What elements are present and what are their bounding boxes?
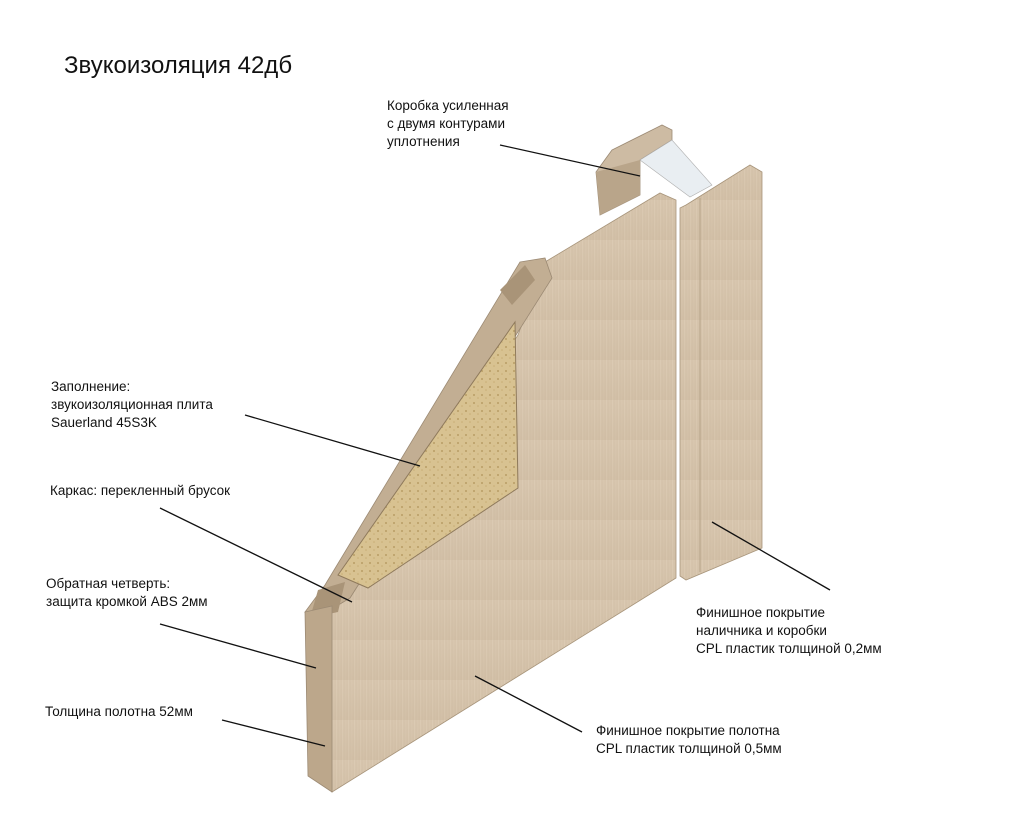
leader-lines: [159, 144, 831, 747]
label-line: наличника и коробки: [696, 623, 827, 638]
label-line: уплотнения: [387, 134, 460, 149]
leader-leaf-finish: [474, 675, 583, 733]
leader-frame-box: [499, 144, 641, 177]
door-leaf: [304, 192, 677, 793]
label-line: Sauerland 45S3K: [51, 415, 157, 430]
sound-insulation-filling: [337, 320, 519, 589]
label-carcass: Каркас: перекленный брусок: [50, 482, 230, 500]
leader-casing-finish: [711, 521, 831, 591]
label-line: CPL пластик толщиной 0,2мм: [696, 641, 882, 656]
label-line: Каркас: перекленный брусок: [50, 483, 231, 498]
label-frame-box: Коробка усиленная с двумя контурами упло…: [387, 97, 509, 151]
label-line: Обратная четверть:: [46, 576, 171, 591]
label-line: Финишное покрытие полотна: [596, 723, 780, 738]
label-line: Коробка усиленная: [387, 98, 509, 113]
label-leaf-finish: Финишное покрытие полотна CPL пластик то…: [596, 722, 782, 758]
label-line: Финишное покрытие: [696, 605, 826, 620]
label-line: Заполнение:: [51, 379, 131, 394]
label-line: CPL пластик толщиной 0,5мм: [596, 741, 782, 756]
label-line: звукоизоляционная плита: [51, 397, 213, 412]
label-reverse-quarter: Обратная четверть: защита кромкой ABS 2м…: [46, 575, 208, 611]
label-thickness: Толщина полотна 52мм: [45, 703, 193, 721]
label-casing-finish: Финишное покрытие наличника и коробки CP…: [696, 604, 882, 658]
label-line: защита кромкой ABS 2мм: [46, 594, 208, 609]
leader-carcass: [159, 507, 353, 603]
label-line: с двумя контурами: [387, 116, 505, 131]
leader-reverse-quarter: [159, 623, 317, 669]
door-casing: [679, 164, 763, 581]
leader-filling: [244, 414, 421, 467]
leader-thickness: [221, 719, 326, 747]
label-line: Толщина полотна 52мм: [45, 704, 193, 719]
page-title: Звукоизоляция 42дб: [64, 52, 293, 79]
label-filling: Заполнение: звукоизоляционная плита Saue…: [51, 378, 213, 432]
